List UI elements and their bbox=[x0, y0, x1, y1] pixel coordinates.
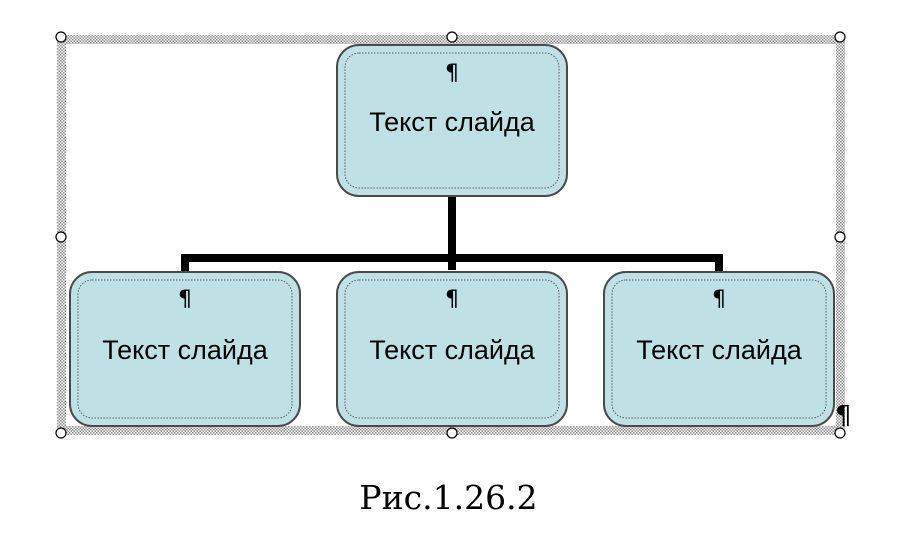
node-child-2-box bbox=[336, 271, 568, 427]
node-child-3-box bbox=[603, 271, 835, 427]
trailing-pilcrow-icon: ¶ bbox=[835, 401, 852, 431]
pilcrow-icon: ¶ bbox=[178, 287, 192, 312]
node-root[interactable]: ¶ Текст слайда bbox=[336, 44, 568, 197]
pilcrow-icon: ¶ bbox=[445, 61, 459, 86]
node-child-3-text-frame bbox=[611, 279, 827, 419]
figure-caption: Рис.1.26.2 bbox=[359, 478, 538, 517]
node-child-1-box bbox=[69, 271, 301, 427]
resize-handle-bottom-right[interactable] bbox=[834, 427, 846, 439]
resize-handle-bottom-center[interactable] bbox=[446, 427, 458, 439]
pilcrow-icon: ¶ bbox=[445, 287, 459, 312]
node-child-1[interactable]: ¶ Текст слайда bbox=[69, 271, 301, 427]
resize-handle-middle-left[interactable] bbox=[55, 231, 67, 243]
node-root-box bbox=[336, 44, 568, 197]
resize-handle-top-center[interactable] bbox=[446, 31, 458, 43]
resize-handle-top-right[interactable] bbox=[834, 31, 846, 43]
node-child-1-text-frame bbox=[77, 279, 293, 419]
node-child-3[interactable]: ¶ Текст слайда bbox=[603, 271, 835, 427]
node-root-text-frame bbox=[344, 52, 560, 189]
resize-handles[interactable] bbox=[55, 31, 846, 439]
node-root-label: Текст слайда bbox=[369, 107, 536, 137]
resize-handle-bottom-left[interactable] bbox=[55, 427, 67, 439]
node-child-3-label: Текст слайда bbox=[636, 335, 803, 365]
node-child-2[interactable]: ¶ Текст слайда bbox=[336, 271, 568, 427]
resize-handle-top-left[interactable] bbox=[55, 31, 67, 43]
resize-handle-middle-right[interactable] bbox=[834, 231, 846, 243]
org-chart-canvas: ¶ Текст слайда ¶ Текст слайда ¶ Текст сл… bbox=[55, 31, 852, 439]
node-child-2-text-frame bbox=[344, 279, 560, 419]
node-child-2-label: Текст слайда bbox=[369, 335, 536, 365]
pilcrow-icon: ¶ bbox=[712, 287, 726, 312]
connectors bbox=[181, 196, 723, 272]
node-child-1-label: Текст слайда bbox=[102, 335, 269, 365]
